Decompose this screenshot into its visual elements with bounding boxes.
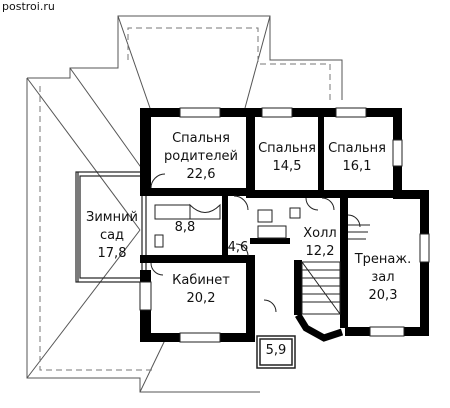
balcony [256,335,296,369]
windows [139,107,430,343]
room-area-office: 20,2 [186,291,216,306]
bay-projection [295,313,344,342]
room-name-winter-garden: Зимний [86,210,138,225]
room-name-gym-2: зал [371,270,395,285]
room-area-winter-garden: 17,8 [97,246,127,261]
room-name-office: Кабинет [172,273,230,288]
site-watermark: postroi.ru [2,0,55,13]
doors [150,173,361,313]
bathroom-fixtures [154,203,301,248]
staircase [301,224,370,315]
room-area-bedroom-1: 14,5 [272,159,302,174]
room-area-gym: 20,3 [368,288,398,303]
room-name-bedroom-1: Спальня [258,141,316,156]
room-name-gym: Тренаж. [354,252,412,267]
room-area-hall: 12,2 [305,244,335,259]
roof-outline [26,15,343,393]
room-area-bedroom-2: 16,1 [342,159,372,174]
winter-garden-glazing [75,171,147,283]
room-area-bathroom-2: 4,6 [227,240,249,255]
room-area-bathroom-1: 8,8 [174,220,196,235]
room-area-parents-bedroom: 22,6 [186,167,216,182]
room-name-parents-bedroom-2: родителей [164,149,238,164]
roof-dashed-line [39,27,331,371]
room-name-hall: Холл [303,226,337,241]
room-name-parents-bedroom: Спальня [172,131,230,146]
room-name-bedroom-2: Спальня [328,141,386,156]
room-name-winter-garden-2: сад [99,228,125,243]
room-area-balcony: 5,9 [265,343,287,358]
